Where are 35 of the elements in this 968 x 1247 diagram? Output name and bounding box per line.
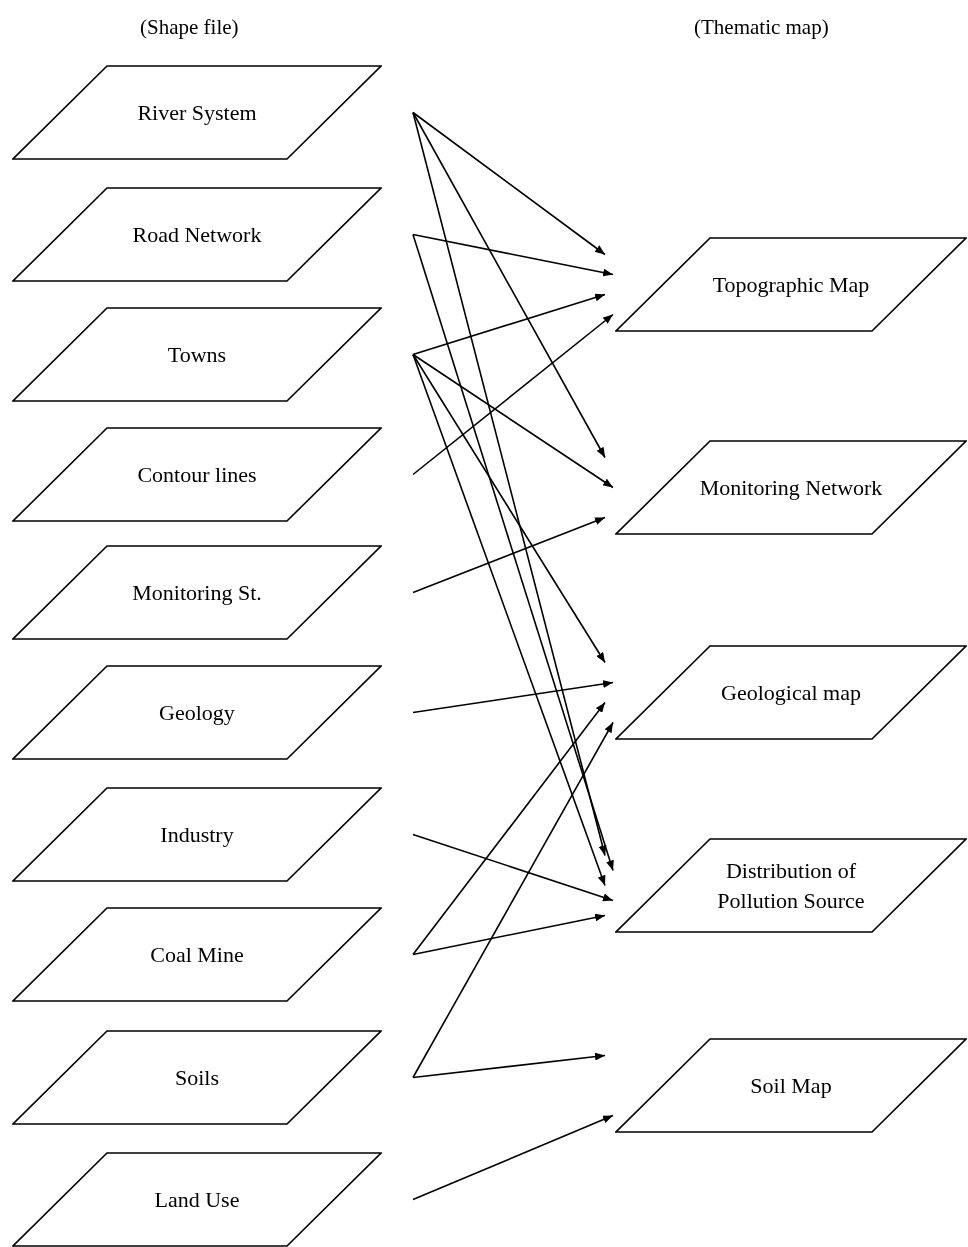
arrow: [412, 353, 606, 887]
node-label: Soils: [175, 1063, 219, 1092]
arrow: [412, 233, 614, 872]
arrow: [412, 233, 614, 277]
arrow: [412, 353, 614, 489]
node-label: Monitoring Network: [699, 473, 883, 502]
node-label: Geology: [159, 698, 235, 727]
node-label: Distribution of Pollution Source: [716, 856, 866, 915]
node-label: Topographic Map: [712, 270, 870, 299]
arrow: [412, 293, 606, 356]
node-label: Geological map: [721, 678, 861, 707]
node-label: Land Use: [154, 1185, 240, 1214]
node-label: River System: [137, 98, 257, 127]
node-label: Towns: [167, 340, 227, 369]
arrow: [412, 833, 614, 902]
arrow: [412, 111, 606, 256]
arrow: [412, 353, 606, 664]
node-label: Road Network: [132, 220, 262, 249]
arrow: [412, 111, 606, 459]
arrow: [412, 313, 614, 476]
node-label: Monitoring St.: [132, 578, 262, 607]
arrow: [412, 111, 607, 857]
arrow: [412, 913, 606, 956]
arrow: [412, 680, 614, 714]
column-heading: (Shape file): [140, 14, 239, 41]
arrow: [412, 701, 606, 956]
arrow: [412, 1052, 606, 1079]
arrow: [412, 516, 606, 594]
column-heading: (Thematic map): [694, 14, 829, 41]
node-label: Industry: [160, 820, 234, 849]
arrow: [412, 721, 614, 1079]
node-label: Contour lines: [137, 460, 257, 489]
node-label: Coal Mine: [150, 940, 244, 969]
node-label: Soil Map: [750, 1071, 832, 1100]
arrow: [412, 1114, 614, 1201]
